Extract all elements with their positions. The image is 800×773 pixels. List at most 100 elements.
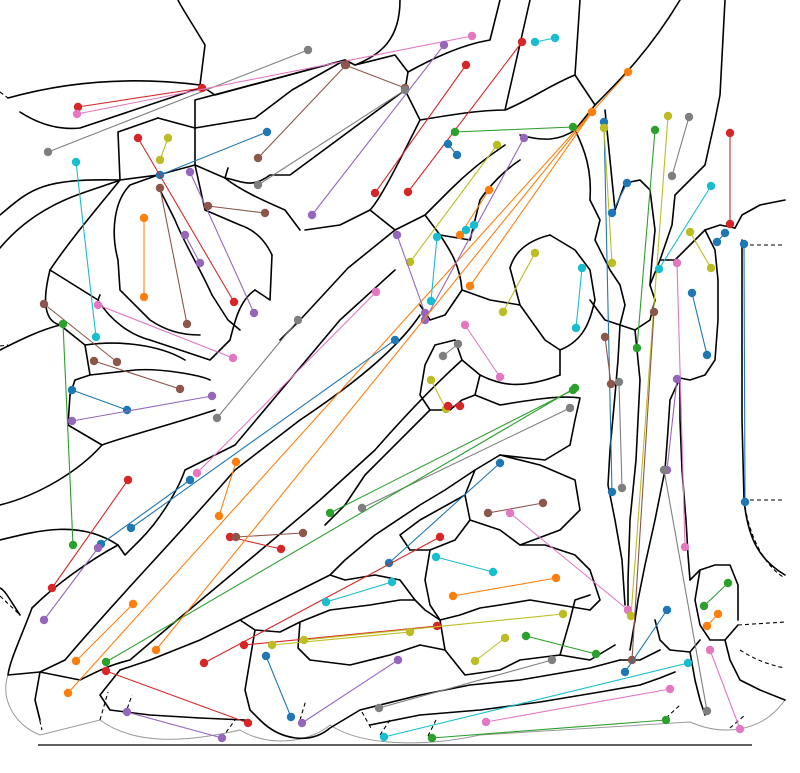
segment-endpoint-dot <box>505 508 515 518</box>
segments-layer <box>39 31 750 743</box>
segment-blue <box>620 605 672 677</box>
segment-cyan <box>321 577 397 607</box>
segment-cyan <box>426 232 442 306</box>
segment-endpoint-dot <box>89 356 99 366</box>
segment-endpoint-dot <box>47 583 57 593</box>
segment-endpoint-dot <box>570 383 580 393</box>
segment-endpoint-dot <box>500 633 510 643</box>
segment-line <box>243 625 438 646</box>
segment-endpoint-dot <box>568 122 578 132</box>
segment-red <box>47 475 133 593</box>
segment-gray <box>212 315 303 423</box>
segment-endpoint-dot <box>379 732 389 742</box>
segment-endpoint-dot <box>67 385 77 395</box>
segment-endpoint-dot <box>519 133 529 143</box>
segment-endpoint-dot <box>426 296 436 306</box>
segment-line <box>43 547 99 621</box>
segment-orange <box>455 185 494 240</box>
segment-endpoint-dot <box>740 497 750 507</box>
segment-endpoint-dot <box>467 31 477 41</box>
segment-brown <box>39 299 122 367</box>
segment-endpoint-dot <box>39 299 49 309</box>
segment-brown <box>483 498 548 518</box>
segment-endpoint-dot <box>685 227 695 237</box>
segment-endpoint-dot <box>720 228 730 238</box>
segment-orange <box>71 599 138 666</box>
segment-endpoint-dot <box>452 150 462 160</box>
segment-endpoint-dot <box>321 597 331 607</box>
segment-line <box>611 182 628 214</box>
segment-green <box>101 383 580 667</box>
segment-green <box>427 715 671 743</box>
segment-blue <box>96 475 195 549</box>
segment-endpoint-dot <box>488 567 498 577</box>
segment-endpoint-dot <box>587 107 597 117</box>
segment-endpoint-dot <box>133 133 143 143</box>
segment-line <box>663 469 708 712</box>
segment-olive <box>685 227 716 273</box>
segment-endpoint-dot <box>420 308 430 318</box>
segment-endpoint-dot <box>297 718 307 728</box>
segment-orange <box>214 457 241 521</box>
segment-endpoint-dot <box>599 123 609 133</box>
segment-endpoint-dot <box>207 391 217 401</box>
segment-endpoint-dot <box>43 147 53 157</box>
segment-blue <box>739 239 750 507</box>
segment-cyan <box>654 181 716 274</box>
segment-endpoint-dot <box>228 353 238 363</box>
segment-endpoint-dot <box>128 599 138 609</box>
segment-line <box>265 655 292 718</box>
segment-endpoint-dot <box>453 339 463 349</box>
segment-endpoint-dot <box>63 688 73 698</box>
segment-endpoint-dot <box>139 292 149 302</box>
segment-endpoint-dot <box>438 351 448 361</box>
segment-endpoint-dot <box>371 287 381 297</box>
segment-line <box>257 89 406 186</box>
segment-endpoint-dot <box>620 667 630 677</box>
segment-line <box>155 111 593 651</box>
segment-green <box>58 319 78 550</box>
segment-endpoint-dot <box>432 621 442 631</box>
segment-line <box>485 688 671 723</box>
segment-blue <box>443 139 462 160</box>
segment-blue <box>126 335 400 533</box>
segment-endpoint-dot <box>267 640 277 650</box>
segment-line <box>235 532 304 538</box>
segment-line <box>51 479 129 589</box>
segment-line <box>603 121 613 493</box>
segment-endpoint-dot <box>253 153 263 163</box>
segment-endpoint-dot <box>299 635 309 645</box>
segment-line <box>361 407 571 509</box>
segment-endpoint-dot <box>126 523 136 533</box>
segment-endpoint-dot <box>249 308 259 318</box>
segment-line <box>671 116 690 177</box>
segment-green <box>699 578 733 611</box>
segment-purple <box>307 40 449 220</box>
segment-line <box>43 303 118 363</box>
segment-line <box>431 719 667 739</box>
segment-endpoint-dot <box>93 300 103 310</box>
segment-line <box>435 556 494 573</box>
segment-gray <box>614 377 627 493</box>
segment-endpoint-dot <box>293 315 303 325</box>
segment-gray <box>43 45 313 157</box>
segment-endpoint-dot <box>151 645 161 655</box>
segment-line <box>636 129 656 349</box>
segment-endpoint-dot <box>448 591 458 601</box>
segment-line <box>184 234 201 264</box>
segment-purple <box>392 230 430 318</box>
segment-endpoint-dot <box>461 60 471 70</box>
segment-endpoint-dot <box>93 543 103 553</box>
segment-endpoint-dot <box>706 263 716 273</box>
segment-endpoint-dot <box>565 403 575 413</box>
segment-line <box>691 292 708 356</box>
segment-endpoint-dot <box>498 307 508 317</box>
segment-endpoint-dot <box>68 540 78 550</box>
segment-endpoint-dot <box>122 707 132 717</box>
segment-endpoint-dot <box>185 475 195 485</box>
segment-line <box>474 637 506 662</box>
segment-endpoint-dot <box>481 717 491 727</box>
segment-cyan <box>571 263 587 333</box>
segment-line <box>62 323 74 546</box>
segment-endpoint-dot <box>687 288 697 298</box>
